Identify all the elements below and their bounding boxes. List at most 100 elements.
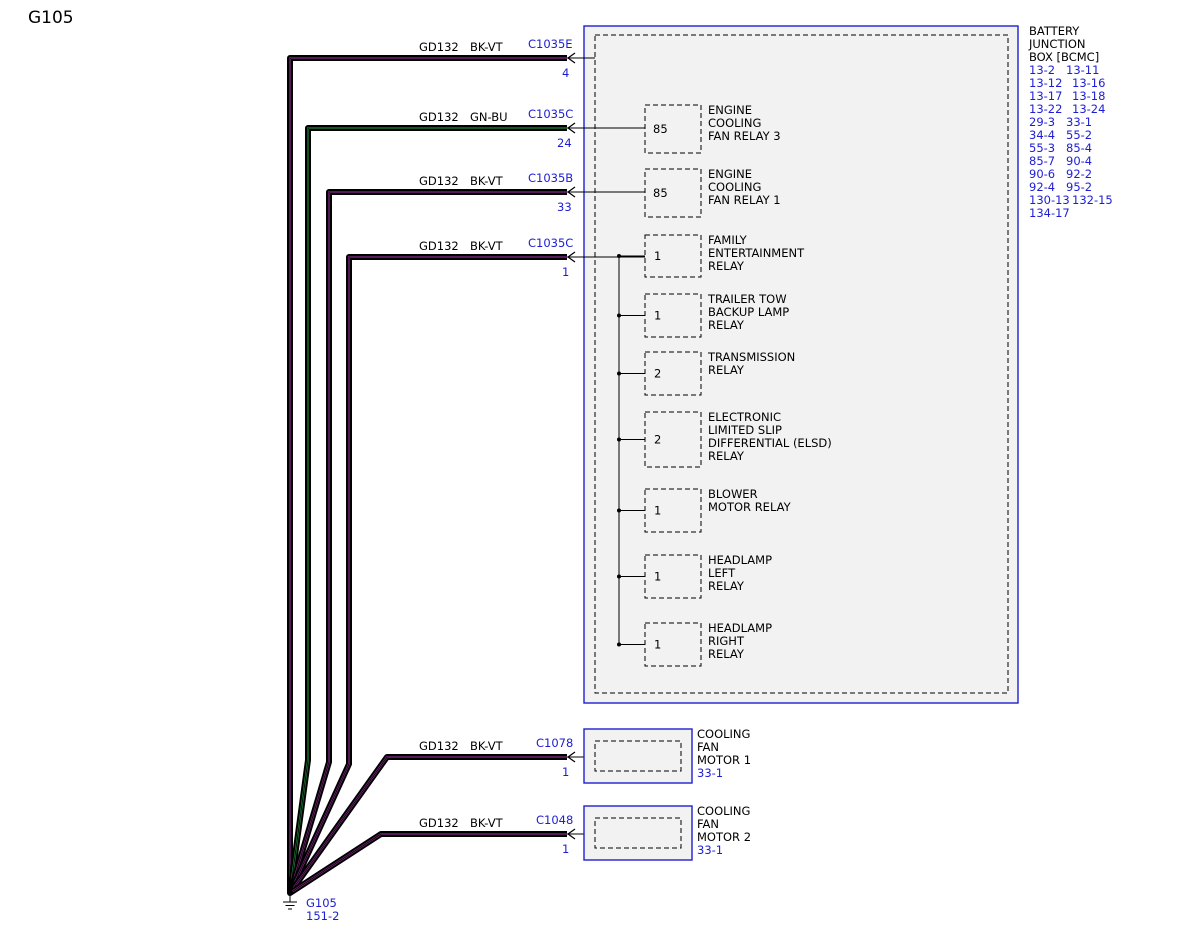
connector-pin: 1: [562, 765, 569, 779]
relay-label-line: BACKUP LAMP: [708, 305, 789, 319]
bjb-label-line: BATTERY: [1029, 24, 1080, 38]
relay-label-line: TRAILER TOW: [707, 292, 787, 306]
wire-circuit: GD132: [419, 110, 459, 124]
motor-inner-box: [594, 740, 682, 772]
bjb-location: 13-11: [1066, 63, 1099, 77]
relay-box: [644, 168, 702, 218]
relay-label-line: RELAY: [708, 647, 745, 661]
connector-pin: 24: [557, 136, 572, 150]
wire-color: BK-VT: [470, 816, 504, 830]
relay-label-line: LEFT: [708, 566, 736, 580]
wire-body: [287, 189, 567, 894]
motor-box: [583, 728, 693, 784]
ground-name: G105: [306, 896, 337, 910]
connector-id: C1035C: [528, 107, 573, 121]
relay-label-line: RELAY: [708, 318, 745, 332]
relay-label-line: RELAY: [708, 259, 745, 273]
relay-label-line: FAMILY: [708, 233, 748, 247]
wire-circuit: GD132: [419, 739, 459, 753]
ground-location: 151-2: [306, 909, 339, 923]
motor-location: 33-1: [697, 843, 723, 857]
relay-pin: 1: [654, 309, 661, 323]
bjb-location: 13-12: [1029, 76, 1062, 90]
bjb-location: 13-18: [1072, 89, 1105, 103]
motor-box: [583, 805, 693, 861]
relay-label-line: FAN RELAY 3: [708, 129, 781, 143]
relay-label-line: ENGINE: [708, 167, 752, 181]
bjb-location: 90-4: [1066, 154, 1092, 168]
motor-label-line: COOLING: [697, 727, 750, 741]
wire-circuit: GD132: [419, 40, 459, 54]
relay-label-line: HEADLAMP: [708, 553, 772, 567]
connector-pin: 33: [557, 200, 572, 214]
connector-arrow-icon: [566, 251, 576, 263]
relay-label-line: TRANSMISSION: [707, 350, 795, 364]
relay-pin: 85: [653, 122, 668, 136]
connector-arrow-icon: [566, 751, 576, 763]
bjb-location: 13-16: [1072, 76, 1105, 90]
connector-arrow-icon: [566, 828, 576, 840]
wire-color: BK-VT: [470, 739, 504, 753]
bjb-location: 92-2: [1066, 167, 1092, 181]
motor-label-line: MOTOR 1: [697, 753, 751, 767]
relay-label-line: RELAY: [708, 363, 745, 377]
wire-circuit: GD132: [419, 816, 459, 830]
connector-id: C1035B: [528, 171, 573, 185]
battery-junction-box-label: BATTERY JUNCTION BOX [BCMC]: [1028, 24, 1099, 64]
wire-core: [289, 127, 567, 894]
relay-label-line: ENGINE: [708, 103, 752, 117]
motor-location: 33-1: [697, 766, 723, 780]
motor-label-line: FAN: [697, 740, 719, 754]
wire-body: [288, 831, 567, 896]
wire-color: BK-VT: [470, 239, 504, 253]
connector-arrow-icon: [566, 52, 576, 64]
bjb-location: 34-4: [1029, 128, 1055, 142]
relay-label-line: HEADLAMP: [708, 621, 772, 635]
motor-inner-box: [594, 817, 682, 849]
bjb-location: 55-3: [1029, 141, 1055, 155]
relay-label-line: DIFFERENTIAL (ELSD): [708, 436, 832, 450]
bjb-location: 95-2: [1066, 180, 1092, 194]
relay-pin: 85: [653, 186, 668, 200]
wire-circuit: GD132: [419, 174, 459, 188]
relay-label-line: RIGHT: [708, 634, 745, 648]
relay-label-line: ENTERTAINMENT: [708, 246, 805, 260]
motor-label-line: COOLING: [697, 804, 750, 818]
bjb-label-line: JUNCTION: [1028, 37, 1086, 51]
relay-box: [644, 351, 702, 396]
bjb-location: 90-6: [1029, 167, 1055, 181]
bjb-location: 85-4: [1066, 141, 1092, 155]
relay-box: [644, 293, 702, 338]
connector-id: C1078: [536, 736, 573, 750]
relay-label-line: RELAY: [708, 579, 745, 593]
relay-label-line: MOTOR RELAY: [708, 500, 792, 514]
page-title: G105: [28, 8, 74, 28]
wire: GD132 GN-BU C1035C 24: [287, 107, 645, 894]
bjb-location: 13-24: [1072, 102, 1105, 116]
wire-color: GN-BU: [470, 110, 508, 124]
relay-pin: 1: [654, 570, 661, 584]
relay-box: [644, 234, 702, 278]
bjb-location: 13-17: [1029, 89, 1062, 103]
relay-label-line: ELECTRONIC: [708, 410, 781, 424]
relay-pin: 2: [654, 367, 661, 381]
bjb-location: 13-2: [1029, 63, 1055, 77]
relay-pin: 1: [654, 638, 661, 652]
bjb-label-line: BOX [BCMC]: [1029, 50, 1099, 64]
connector-arrow-icon: [566, 186, 576, 198]
relay-box: [644, 104, 702, 154]
wire-core: [289, 833, 567, 894]
relay-label-line: COOLING: [708, 116, 761, 130]
